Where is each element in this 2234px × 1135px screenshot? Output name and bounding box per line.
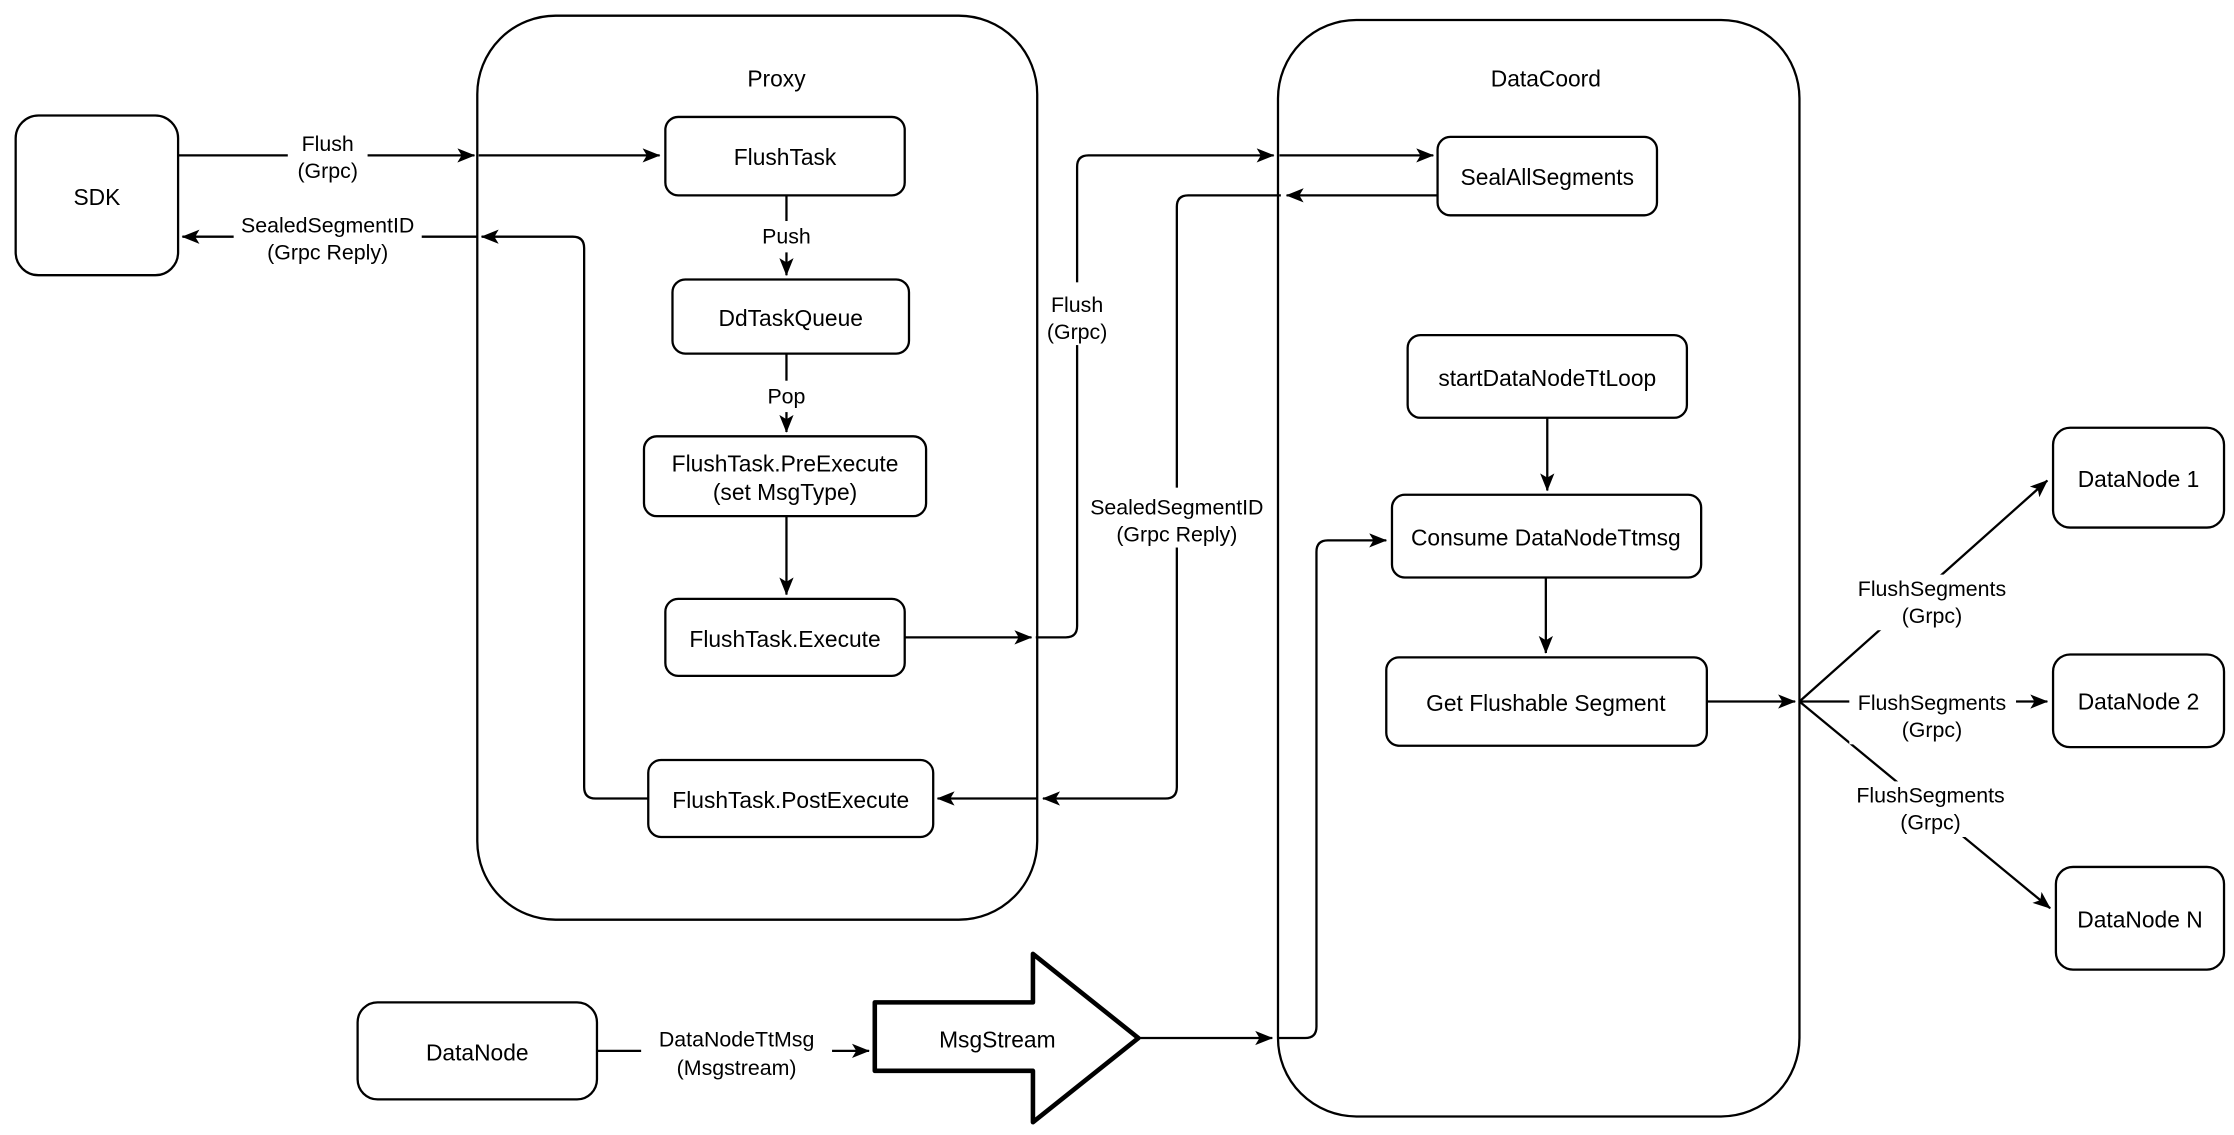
consumedatanodettmsg-label: Consume DataNodeTtmsg [1411, 525, 1681, 551]
label-sealed-sdk-line2: (Grpc Reply) [267, 240, 388, 264]
label-sealed-postexec-line2: (Grpc Reply) [1116, 523, 1237, 547]
node-datanode2: DataNode 2 [2051, 653, 2226, 749]
node-startdatanodettloop: startDataNodeTtLoop [1406, 333, 1689, 419]
container-proxy: Proxy [476, 14, 1039, 921]
node-sdk: SDK [14, 114, 180, 277]
startdatanodettloop-label: startDataNodeTtLoop [1438, 365, 1656, 391]
datanode2-label: DataNode 2 [2078, 689, 2200, 715]
label-sealed-postexec-line1: SealedSegmentID [1090, 496, 1263, 520]
node-datanode-source: DataNode [356, 1001, 599, 1101]
label-push: Push [762, 225, 811, 249]
label-datanodettmsg-line2: (Msgstream) [677, 1056, 797, 1080]
container-datacoord: DataCoord [1276, 18, 1801, 1118]
datanoden-label: DataNode N [2077, 907, 2202, 933]
msgstream-label: MsgStream [939, 1026, 1056, 1052]
label-flush-datacoord-line2: (Grpc) [1047, 320, 1107, 344]
execute-label: FlushTask.Execute [689, 626, 880, 652]
node-datanode1: DataNode 1 [2051, 426, 2226, 529]
edge-flush-up [1035, 148, 1275, 639]
sdk-label: SDK [73, 184, 120, 210]
proxy-title: Proxy [747, 65, 806, 91]
msgstream-arrow-shape [872, 951, 1141, 1125]
node-msgstream: MsgStream [872, 951, 1141, 1125]
node-ddtaskqueue: DdTaskQueue [671, 278, 911, 355]
label-flushsegments2-line1: FlushSegments [1858, 691, 2006, 715]
node-sealallsegments: SealAllSegments [1436, 135, 1659, 217]
node-getflushablesegment: Get Flushable Segment [1385, 656, 1708, 747]
label-flush-sdk-line2: (Grpc) [297, 159, 357, 183]
preexecute-label-line2: (set MsgType) [713, 479, 857, 505]
label-flushsegments1-line2: (Grpc) [1902, 604, 1962, 628]
edge-msgstream-consume [1277, 533, 1387, 1040]
postexecute-label: FlushTask.PostExecute [672, 787, 909, 813]
ddtaskqueue-label: DdTaskQueue [719, 305, 863, 331]
node-consumedatanodettmsg: Consume DataNodeTtmsg [1390, 493, 1703, 579]
preexecute-label-line1: FlushTask.PreExecute [672, 450, 899, 476]
edge-labels: Flush (Grpc) SealedSegmentID (Grpc Reply… [233, 129, 2017, 1083]
flushtask-label: FlushTask [734, 144, 837, 170]
node-execute: FlushTask.Execute [664, 597, 906, 678]
datanode-source-label: DataNode [426, 1039, 529, 1065]
label-sealed-sdk-line1: SealedSegmentID [241, 213, 414, 237]
label-flushsegments1-line1: FlushSegments [1858, 577, 2006, 601]
datacoord-title: DataCoord [1491, 65, 1601, 91]
node-postexecute: FlushTask.PostExecute [647, 758, 935, 839]
label-datanodettmsg-line1: DataNodeTtMsg [659, 1027, 814, 1051]
node-flushtask: FlushTask [664, 115, 906, 197]
node-datanoden: DataNode N [2054, 865, 2226, 971]
node-preexecute: FlushTask.PreExecute (set MsgType) [642, 435, 928, 518]
label-flushsegments2-line2: (Grpc) [1902, 718, 1962, 742]
edge-reply-sdk-a [480, 229, 649, 800]
datanode1-label: DataNode 1 [2078, 466, 2200, 492]
label-flushsegments3-line2: (Grpc) [1900, 811, 1960, 835]
label-flush-datacoord-line1: Flush [1051, 293, 1103, 317]
sealallsegments-label: SealAllSegments [1461, 164, 1635, 190]
label-pop: Pop [767, 384, 805, 408]
label-flushsegments3-line1: FlushSegments [1856, 784, 2004, 808]
getflushablesegment-label: Get Flushable Segment [1426, 690, 1666, 716]
label-flush-sdk-line1: Flush [302, 132, 354, 156]
